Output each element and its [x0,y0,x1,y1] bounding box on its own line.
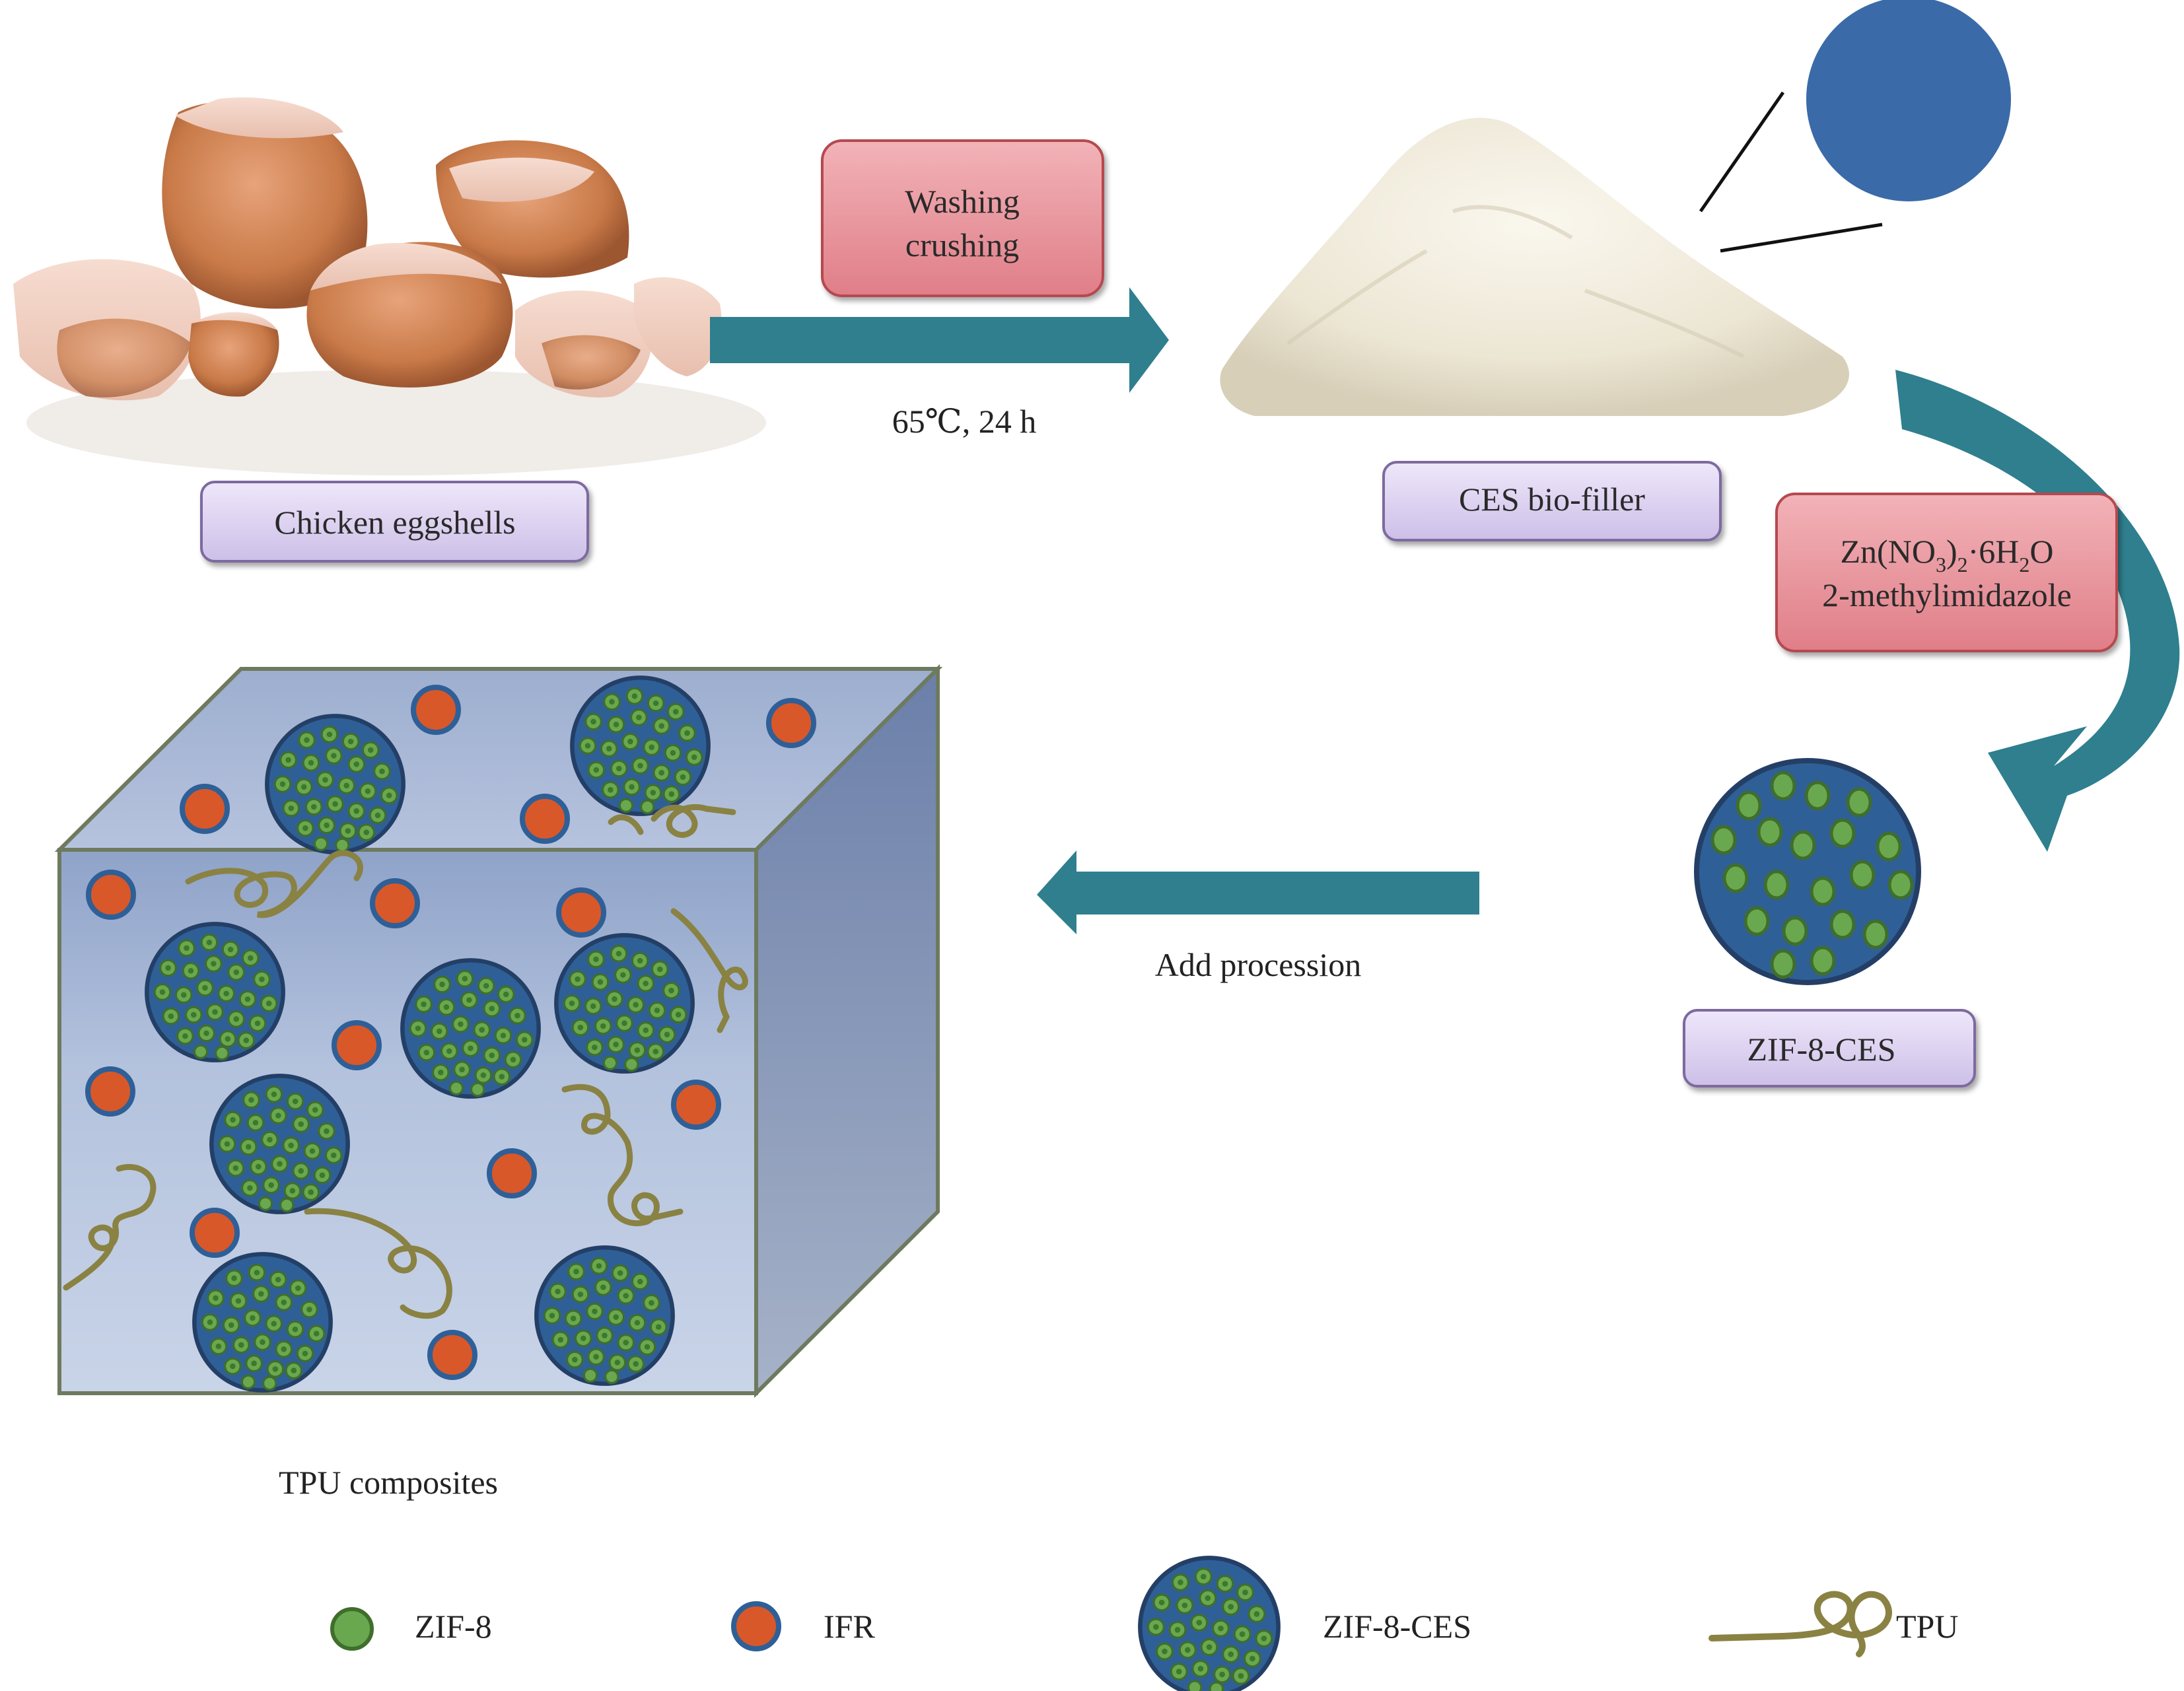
green-dot-icon [332,1609,372,1649]
tpu-strand-icon [1708,1591,1892,1657]
legend-item-zif8: ZIF-8 [332,1608,492,1649]
zif8-ces-particle [1694,758,1921,985]
cube-sphere [147,924,283,1060]
zif8ces-label-box [1683,1009,1976,1087]
legend-label: ZIF-8 [415,1608,492,1645]
ces-powder-image [1220,118,1849,416]
eggshells-label: Chicken eggshells [274,504,515,541]
cube-sphere [194,1254,330,1390]
legend-label: ZIF-8-CES [1323,1608,1471,1645]
reagent-line2: 2-methylimidazole [1822,576,2072,613]
legend-item-tpu: TPU [1708,1591,1958,1657]
ces-label: CES bio-filler [1459,481,1645,518]
washing-text: Washing [905,183,1020,220]
ces-particle-zoom [1699,0,2011,253]
reagent-box [1775,493,2118,652]
cube-sphere [572,677,708,813]
cube-sphere [267,716,403,852]
ces-particle-icon [1806,0,2011,201]
eggshells-image [13,97,766,475]
cube-sphere [556,935,692,1071]
legend-item-ifr: IFR [734,1604,875,1649]
arrow-add [1037,850,1479,934]
arrow-curved [1895,370,2180,852]
eggshells-label-box [200,481,589,563]
washing-condition: 65℃, 24 h [892,403,1036,440]
legend-label: IFR [824,1608,875,1645]
reagent-line1: Zn(NO3)2·6H2O [1841,533,2054,576]
orange-dot-icon [734,1604,779,1649]
cube-sphere [211,1076,347,1212]
zif8ces-label: ZIF-8-CES [1747,1031,1896,1068]
cube-sphere [402,960,538,1096]
arrow-wash [710,287,1169,393]
crushing-text: crushing [905,226,1019,263]
add-procession-label: Add procession [1155,946,1361,983]
washing-crushing-box [821,139,1104,297]
sphere-icon [1140,1558,1278,1691]
tpu-composites-label: TPU composites [279,1464,498,1501]
ces-label-box [1382,461,1722,541]
legend-item-zif8ces: ZIF-8-CES [1140,1558,1471,1691]
legend: ZIF-8 IFR ZIF-8-CES TPU [332,1558,1958,1691]
tpu-composite-cube [54,664,943,1398]
cube-sphere [536,1247,672,1383]
legend-label: TPU [1896,1608,1958,1645]
